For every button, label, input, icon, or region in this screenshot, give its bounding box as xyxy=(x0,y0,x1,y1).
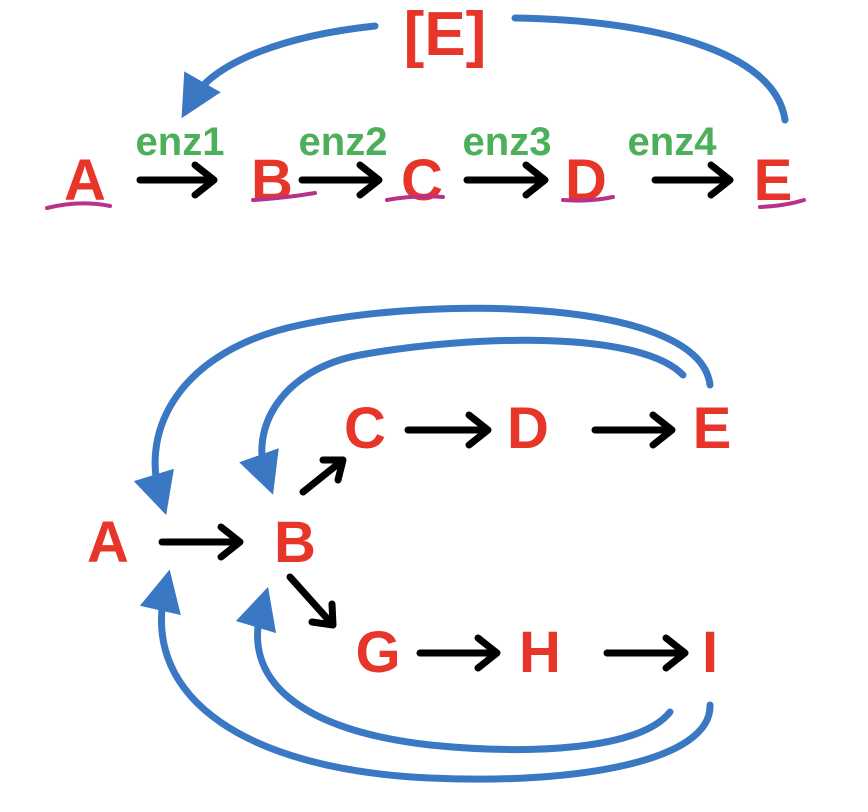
underline-E xyxy=(758,198,806,209)
arrow-C-D xyxy=(404,411,492,449)
feedback-E-to-A xyxy=(133,304,714,516)
underline-C xyxy=(385,194,445,202)
metabolite-A: A xyxy=(87,510,129,575)
underline-D xyxy=(561,195,615,203)
metabolite-G: G xyxy=(355,620,400,685)
underlines xyxy=(45,191,806,210)
arrow-A-B xyxy=(158,523,244,561)
regulator-label: [E] xyxy=(404,0,487,69)
arrow-B-C xyxy=(299,456,347,496)
metabolite-E: E xyxy=(693,396,732,461)
arrow-H-I xyxy=(603,634,689,672)
metabolite-C: C xyxy=(344,396,386,461)
metabolite-B: B xyxy=(251,148,293,213)
feedback-I-to-A xyxy=(139,569,714,783)
metabolite-B: B xyxy=(274,510,316,575)
metabolite-D: D xyxy=(565,148,607,213)
arrow-G-H xyxy=(416,634,501,672)
arrow-D-E xyxy=(651,161,734,199)
metabolite-E: E xyxy=(754,148,793,213)
arrow-B-C xyxy=(298,161,383,199)
metabolite-I: I xyxy=(702,620,718,685)
arrow-D-E xyxy=(591,411,676,449)
feedback-loops xyxy=(133,304,714,783)
enzyme-3: enz3 xyxy=(463,120,552,164)
metabolite-D: D xyxy=(507,396,549,461)
feedback-arrow-top-right xyxy=(511,14,789,124)
arrow-B-G xyxy=(286,573,337,629)
branched-reaction-arrows xyxy=(158,411,689,672)
feedback-arrow-top-left xyxy=(181,22,379,119)
metabolite-H: H xyxy=(519,620,561,685)
top-reaction-arrows xyxy=(136,161,734,199)
underline-A xyxy=(45,201,112,210)
arrow-C-D xyxy=(463,161,549,199)
enzyme-4: enz4 xyxy=(628,120,718,164)
branched-metabolites: A B C D E G H I xyxy=(87,396,731,685)
feedback-E-to-B xyxy=(239,336,687,495)
top-metabolites: A B C D E xyxy=(64,148,792,213)
enzyme-2: enz2 xyxy=(299,120,388,164)
enzyme-labels: enz1 enz2 enz3 enz4 xyxy=(136,120,718,164)
arrow-A-B xyxy=(136,161,218,199)
feedback-I-to-B xyxy=(235,586,674,753)
underline-B xyxy=(251,191,317,202)
enzyme-1: enz1 xyxy=(136,120,225,164)
metabolite-C: C xyxy=(401,148,443,213)
